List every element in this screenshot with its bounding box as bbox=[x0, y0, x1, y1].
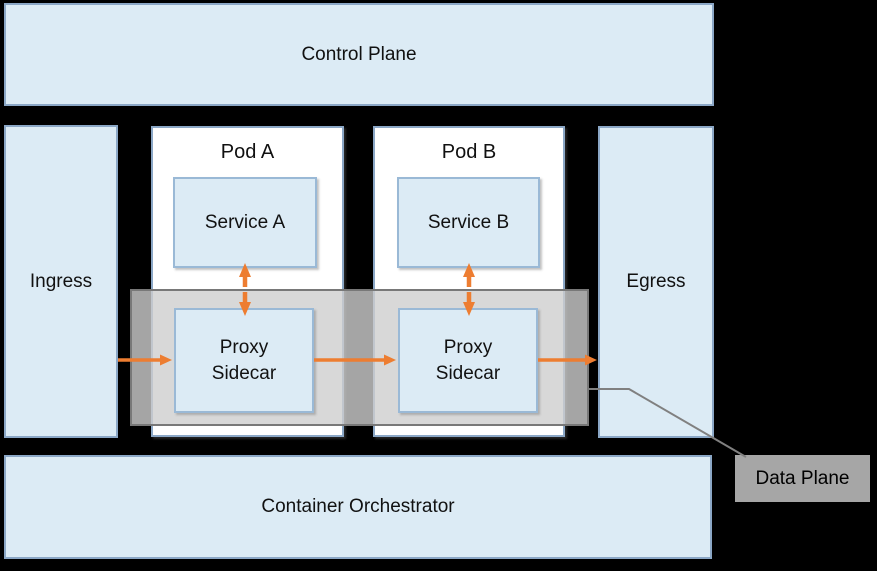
data-plane-label: Data Plane bbox=[755, 467, 850, 489]
ingress-label: Ingress bbox=[29, 270, 93, 292]
service-a-label: Service A bbox=[204, 211, 286, 233]
proxy-sidecar-a-box: Proxy Sidecar bbox=[174, 308, 314, 413]
pod-a-title: Pod A bbox=[220, 141, 275, 163]
service-b-box: Service B bbox=[397, 177, 540, 268]
egress-box: Egress bbox=[598, 126, 714, 438]
service-b-label: Service B bbox=[427, 211, 510, 233]
control-plane-box: Control Plane bbox=[4, 3, 714, 106]
proxy-sidecar-b-box: Proxy Sidecar bbox=[398, 308, 538, 413]
container-orchestrator-box: Container Orchestrator bbox=[4, 455, 712, 559]
service-a-box: Service A bbox=[173, 177, 317, 268]
ingress-box: Ingress bbox=[4, 125, 118, 438]
proxy-sidecar-b-label: Proxy Sidecar bbox=[435, 337, 501, 384]
container-orchestrator-label: Container Orchestrator bbox=[261, 496, 455, 517]
pod-b-title: Pod B bbox=[441, 141, 497, 163]
control-plane-label: Control Plane bbox=[301, 43, 417, 65]
egress-label: Egress bbox=[626, 271, 686, 292]
proxy-sidecar-a-label: Proxy Sidecar bbox=[211, 337, 277, 384]
data-plane-callout-box: Data Plane bbox=[735, 455, 870, 502]
